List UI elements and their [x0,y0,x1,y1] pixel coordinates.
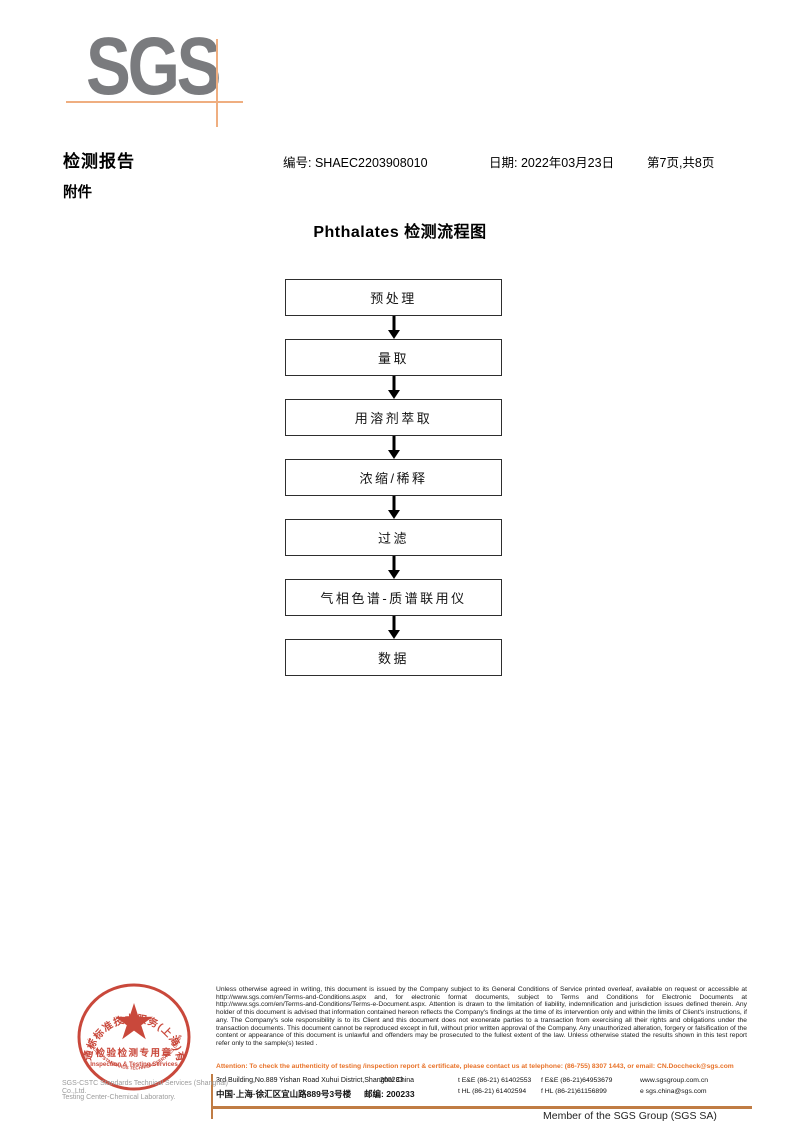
flowchart-step-box: 预处理 [285,279,502,316]
arrow-down-icon [285,316,502,339]
flowchart-step-box: 过滤 [285,519,502,556]
flowchart-step-box: 气相色谱-质谱联用仪 [285,579,502,616]
telephone-en: t E&E (86-21) 61402553 [458,1077,532,1084]
website: www.sgsgroup.com.cn [640,1077,708,1084]
flowchart-step-box: 用溶剂萃取 [285,399,502,436]
flowchart-title: Phthalates 检测流程图 [313,224,487,241]
flowchart: 预处理量取用溶剂萃取浓缩/稀释过滤气相色谱-质谱联用仪数据 [285,279,502,676]
company-seal-stamp: 通标标准技术服务(上海)有限公司 检验检测专用章 Inspection & Te… [60,977,191,1091]
page-title: 检测报告 [63,152,135,171]
page-indicator: 第7页,共8页 [647,156,715,170]
flowchart-step-box: 数据 [285,639,502,676]
arrow-down-icon [285,436,502,459]
attachment-label: 附件 [63,185,92,201]
terms-disclaimer: Unless otherwise agreed in writing, this… [216,986,747,1047]
postcode-cn: 邮编: 200233 [364,1089,415,1099]
star-icon [115,1003,153,1040]
sgs-logo: SGS [86,21,221,112]
report-date-label: 日期: [489,156,518,170]
lab-department-name: Testing Center-Chemical Laboratory. [62,1094,176,1101]
address-cn: 中国·上海·徐汇区宜山路889号3号楼 [216,1089,352,1099]
logo-vertical-line [216,39,218,127]
arrow-down-icon [285,496,502,519]
report-number: 编号: SHAEC2203908010 [283,152,428,171]
fax-cn: f HL (86-21)61156899 [541,1088,607,1095]
arrow-down-icon [285,616,502,639]
report-number-label: 编号: [283,156,312,170]
address-en: 3rd Building,No.889 Yishan Road Xuhui Di… [216,1077,415,1084]
arrow-down-icon [285,556,502,579]
stamp-en-line: Inspection & Testing Services [90,1061,178,1068]
flowchart-step-box: 量取 [285,339,502,376]
authenticity-notice: Attention: To check the authenticity of … [216,1063,734,1070]
flowchart-step-box: 浓缩/稀释 [285,459,502,496]
sgs-group-membership: Member of the SGS Group (SGS SA) [543,1110,717,1122]
stamp-circle [77,983,191,1091]
report-date-value: 2022年03月23日 [520,156,615,170]
lab-company-name: SGS-CSTC Standards Technical Services (S… [62,1080,229,1095]
footer-vertical-divider [211,1074,213,1119]
report-number-value: SHAEC2203908010 [314,156,428,170]
arrow-down-icon [285,376,502,399]
footer-horizontal-rule [211,1106,752,1109]
email: e sgs.china@sgs.com [640,1088,707,1095]
telephone-cn: t HL (86-21) 61402594 [458,1088,527,1095]
stamp-cn-line: 检验检测专用章 [95,1047,172,1059]
postcode-en: 200233 [380,1077,404,1084]
logo-horizontal-line [66,101,243,103]
fax-en: f E&E (86-21)64953679 [541,1077,613,1084]
report-date: 日期: 2022年03月23日 [489,152,614,171]
